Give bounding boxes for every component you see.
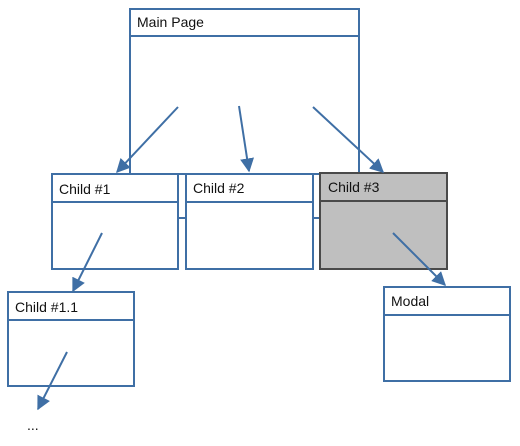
node-child-2-label: Child #2 [193, 180, 245, 196]
node-child-1-1-label: Child #1.1 [15, 299, 78, 315]
arrows [37, 105, 446, 411]
node-child-1-1-box [7, 291, 135, 387]
node-child-1: Child #1 [51, 173, 179, 270]
node-child-3: Child #3 [319, 172, 448, 270]
node-main-page-box [129, 8, 360, 175]
node-child-3-box [319, 172, 448, 270]
node-main-page-label: Main Page [137, 14, 204, 30]
node-child-2-box [185, 173, 314, 270]
node-main-page: Main Page [129, 8, 360, 175]
arrow-main-to-child-3 [312, 106, 385, 173]
node-modal-label: Modal [391, 293, 429, 309]
node-child-3-label: Child #3 [328, 179, 380, 195]
arrow-child-3-to-modal [392, 232, 446, 286]
node-child-1-1: Child #1.1 [7, 291, 135, 387]
node-child-1-label: Child #1 [59, 181, 111, 197]
arrow-main-to-child-2 [238, 105, 255, 173]
arrow-child-1-1-to-continuation [37, 351, 68, 411]
arrow-main-to-child-1 [116, 106, 179, 174]
node-child-2: Child #2 [185, 173, 314, 270]
node-modal-box [383, 286, 511, 382]
node-modal: Modal [383, 286, 511, 382]
node-child-1-box [51, 173, 179, 270]
continuation-ellipsis: ... [27, 417, 39, 433]
arrow-child-1-to-child-1-1 [72, 232, 103, 293]
